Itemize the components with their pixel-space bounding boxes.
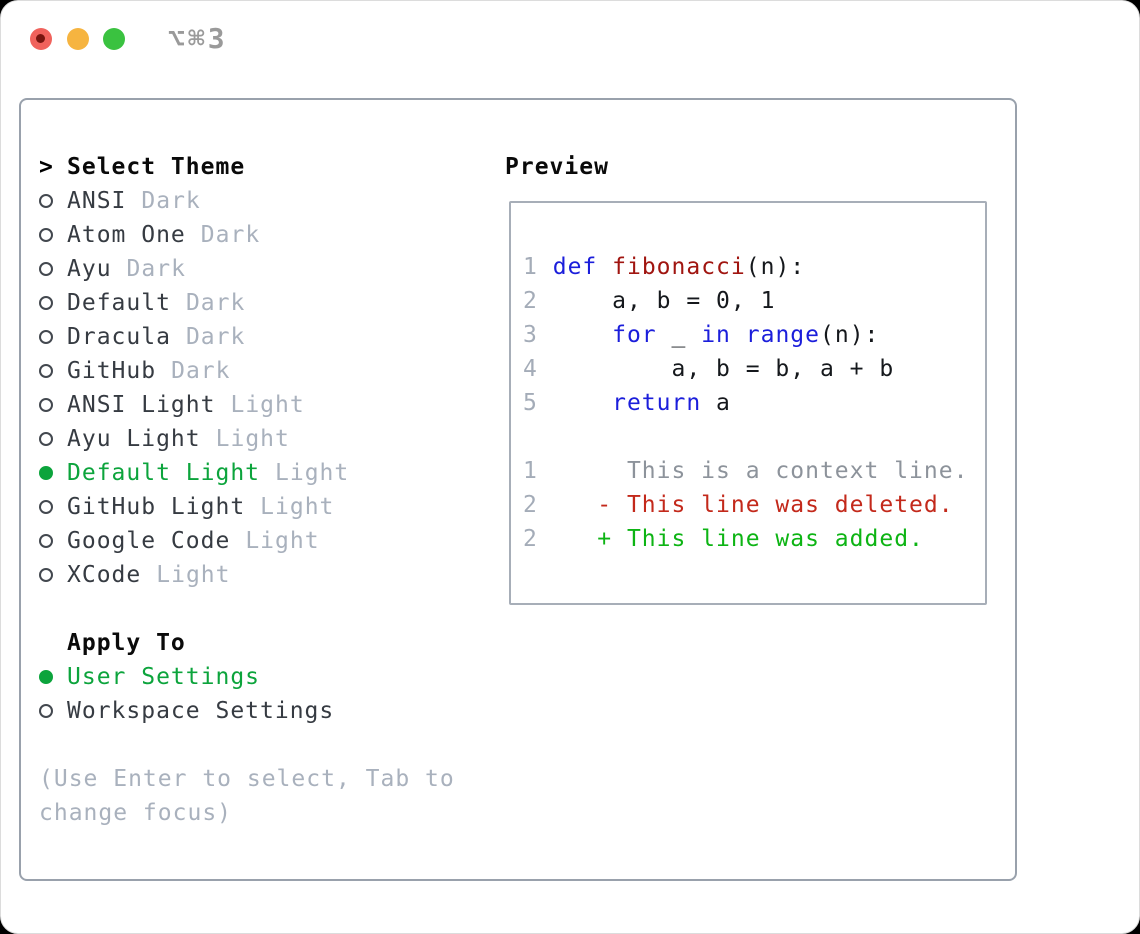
code-line: 3 for _ in range(n): [523,322,880,348]
option-label: Ayu [67,256,112,282]
traffic-zoom-button[interactable] [103,28,125,50]
code-line: 5 return a [523,390,731,416]
radio-selected-icon[interactable] [39,466,67,480]
option-label: Default Light [67,460,261,486]
option-label: GitHub Light [67,494,246,520]
code-line: 1 def fibonacci(n): [523,254,806,280]
variant-badge: Light [275,460,350,486]
theme-option-xcode[interactable]: XCode Light [39,558,477,592]
theme-option-atom-one[interactable]: Atom One Dark [39,218,477,252]
theme-option-dracula[interactable]: Dracula Dark [39,320,477,354]
radio-unselected-icon[interactable] [39,534,67,548]
prompt-cursor-icon: > [39,154,54,180]
option-label: Default [67,290,171,316]
theme-option-google-code[interactable]: Google Code Light [39,524,477,558]
theme-option-ansi-light[interactable]: ANSI Light Light [39,388,477,422]
code-preview: 1 def fibonacci(n): 2 a, b = 0, 1 3 for _ … [511,203,985,556]
code-line: 1 This is a context line. [523,458,969,484]
variant-badge: Dark [200,222,261,248]
apply-option-workspace-settings[interactable]: Workspace Settings [39,694,477,728]
variant-badge: Light [230,392,305,418]
radio-unselected-icon[interactable] [39,500,67,514]
select-theme-heading-row: > Select Theme [39,150,477,184]
code-line [523,420,985,454]
option-label: GitHub [67,358,157,384]
radio-selected-icon[interactable] [39,670,67,684]
variant-badge: Light [215,426,290,452]
apply-to-heading: Apply To [67,630,186,656]
theme-option-default[interactable]: Default Dark [39,286,477,320]
variant-badge: Light [245,528,320,554]
radio-unselected-icon[interactable] [39,194,67,208]
radio-unselected-icon[interactable] [39,704,67,718]
code-line: 4 a, b = b, a + b [523,356,895,382]
variant-badge: Dark [171,358,231,384]
traffic-close-button[interactable] [30,28,52,50]
option-label: ANSI Light [67,392,216,418]
theme-option-github[interactable]: GitHub Dark [39,354,477,388]
preview-heading: Preview [505,154,609,180]
radio-unselected-icon[interactable] [39,296,67,310]
radio-unselected-icon[interactable] [39,330,67,344]
variant-badge: Dark [185,290,246,316]
radio-unselected-icon[interactable] [39,262,67,276]
option-label: User Settings [67,664,261,690]
select-theme-heading: Select Theme [67,154,246,180]
theme-option-ansi[interactable]: ANSI Dark [39,184,477,218]
radio-unselected-icon[interactable] [39,228,67,242]
option-label: ANSI [67,188,127,214]
option-label: Dracula [67,324,171,350]
traffic-minimize-button[interactable] [66,28,89,50]
radio-unselected-icon[interactable] [39,432,67,446]
variant-badge: Light [260,494,335,520]
variant-badge: Dark [141,188,201,214]
variant-badge: Light [156,562,231,588]
option-label: XCode [67,562,142,588]
code-line: 2 - This line was deleted. [523,492,954,518]
variant-badge: Dark [185,324,246,350]
option-label: Google Code [67,528,231,554]
window-title: ⌥⌘3 [168,22,228,55]
close-dot-icon [36,34,45,43]
theme-option-github-light[interactable]: GitHub Light Light [39,490,477,524]
preview-box: 1 def fibonacci(n): 2 a, b = 0, 1 3 for _ … [509,201,987,605]
apply-to-heading-row: Apply To [39,626,477,660]
option-label: Ayu Light [67,426,201,452]
keyboard-hint: (Use Enter to select, Tab to change focu… [39,766,455,826]
theme-option-ayu-light[interactable]: Ayu Light Light [39,422,477,456]
theme-option-default-light[interactable]: Default Light Light [39,456,477,490]
code-line: 2 + This line was added. [523,526,924,552]
option-label: Atom One [67,222,186,248]
code-line: 2 a, b = 0, 1 [523,288,776,314]
radio-unselected-icon[interactable] [39,568,67,582]
radio-unselected-icon[interactable] [39,398,67,412]
theme-option-ayu[interactable]: Ayu Dark [39,252,477,286]
variant-badge: Dark [126,256,186,282]
apply-option-user-settings[interactable]: User Settings [39,660,477,694]
option-label: Workspace Settings [67,698,335,724]
radio-unselected-icon[interactable] [39,364,67,378]
